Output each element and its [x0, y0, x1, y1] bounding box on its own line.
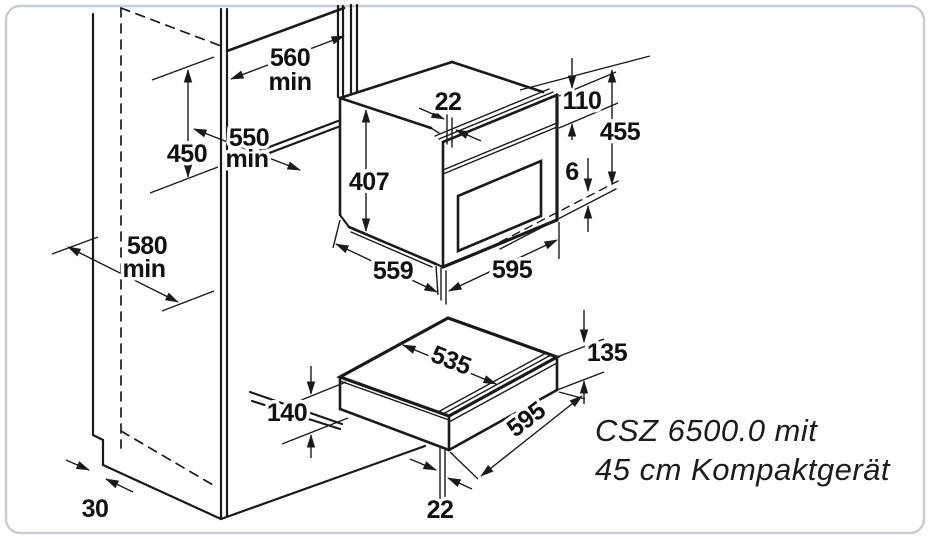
dim-drawer-height: 135: [587, 339, 628, 367]
dim-control-panel-height: 110: [563, 87, 602, 115]
model-caption-line1: CSZ 6500.0 mit: [595, 413, 818, 448]
dim-total-height: 455: [600, 118, 641, 146]
dim-niche-width-min: min: [269, 68, 312, 96]
dim-bottom-gap: 6: [565, 158, 578, 186]
dim-plinth-recess: 30: [82, 495, 109, 523]
dim-body-depth: 559: [373, 257, 413, 285]
dim-door-offset-top: 22: [435, 88, 462, 116]
dim-niche-depth-min: min: [226, 145, 269, 173]
dim-plinth-clearance: 140: [267, 399, 307, 427]
dim-appliance-width: 595: [492, 256, 533, 284]
dim-cabinet-depth-value: 580: [127, 232, 167, 260]
model-caption-line2: 45 cm Kompaktgerät: [595, 452, 891, 487]
dim-body-height: 407: [349, 168, 389, 196]
dim-niche-depth-value: 550: [229, 124, 269, 152]
dim-cabinet-depth-min: min: [123, 255, 166, 283]
dimension-arrows: [51, 35, 651, 493]
oven-door-window: [456, 159, 543, 253]
dim-niche-width-value: 560: [270, 44, 310, 72]
dimension-labels: 560 min 550 min 450 580 min 22 110 455 4…: [78, 41, 645, 528]
niche-bottom-reference-lines: [499, 180, 619, 250]
model-caption: CSZ 6500.0 mit 45 cm Kompaktgerät: [595, 413, 891, 487]
dim-niche-height: 450: [167, 140, 207, 168]
dim-drawer-front-thickness: 22: [427, 496, 454, 524]
